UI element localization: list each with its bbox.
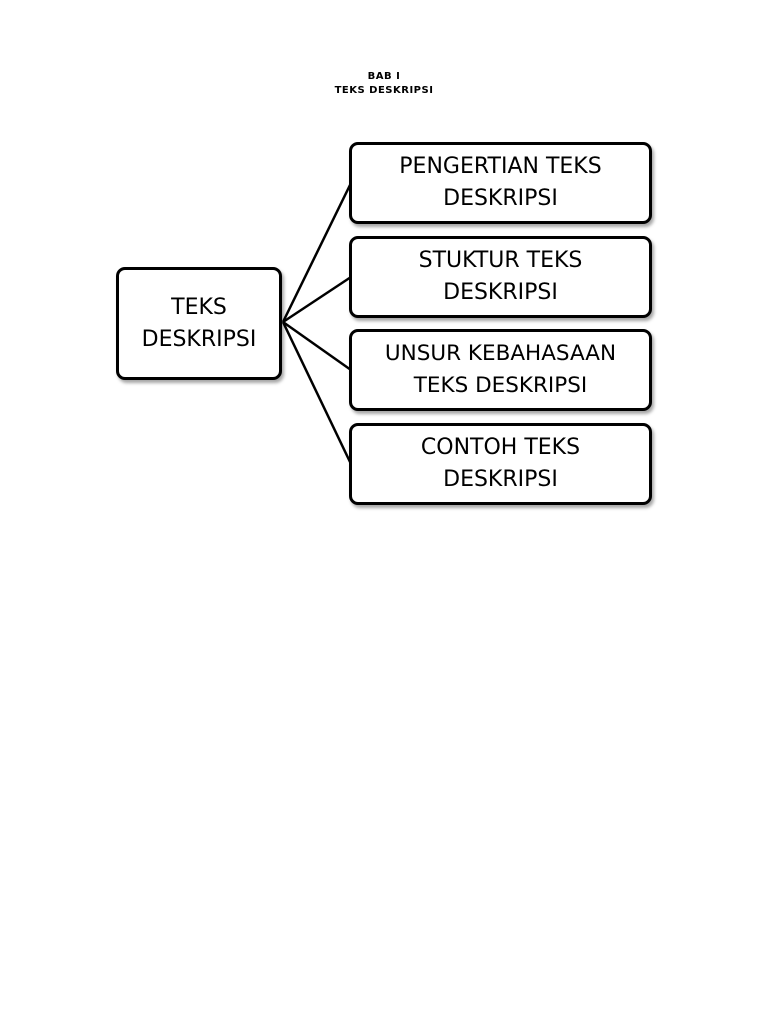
node-struktur-line2: DESKRIPSI [443,280,558,305]
page-header: BAB I TEKS DESKRIPSI [0,70,768,98]
connector-pengertian [281,182,353,323]
node-contoh: CONTOH TEKS DESKRIPSI [349,423,652,505]
node-contoh-line1: CONTOH TEKS [420,435,581,460]
node-struktur-line1: STUKTUR TEKS [418,248,583,273]
connector-unsur [282,320,352,372]
connector-struktur [282,275,352,324]
node-unsur-line2: TEKS DESKRIPSI [413,373,588,398]
node-pengertian: PENGERTIAN TEKS DESKRIPSI [349,142,652,224]
root-node-teks-deskripsi: TEKS DESKRIPSI [116,267,282,380]
node-pengertian-line2: DESKRIPSI [443,186,558,211]
node-contoh-line2: DESKRIPSI [443,467,558,492]
chapter-label: BAB I [367,71,401,82]
root-node-line2: DESKRIPSI [141,326,257,352]
node-pengertian-line1: PENGERTIAN TEKS [399,154,602,179]
root-node-line1: TEKS [171,294,227,320]
connector-contoh [281,321,353,465]
node-unsur-line1: UNSUR KEBAHASAAN [384,341,617,366]
chapter-title: TEKS DESKRIPSI [334,85,434,96]
node-unsur-kebahasaan: UNSUR KEBAHASAAN TEKS DESKRIPSI [349,329,652,411]
node-struktur: STUKTUR TEKS DESKRIPSI [349,236,652,318]
